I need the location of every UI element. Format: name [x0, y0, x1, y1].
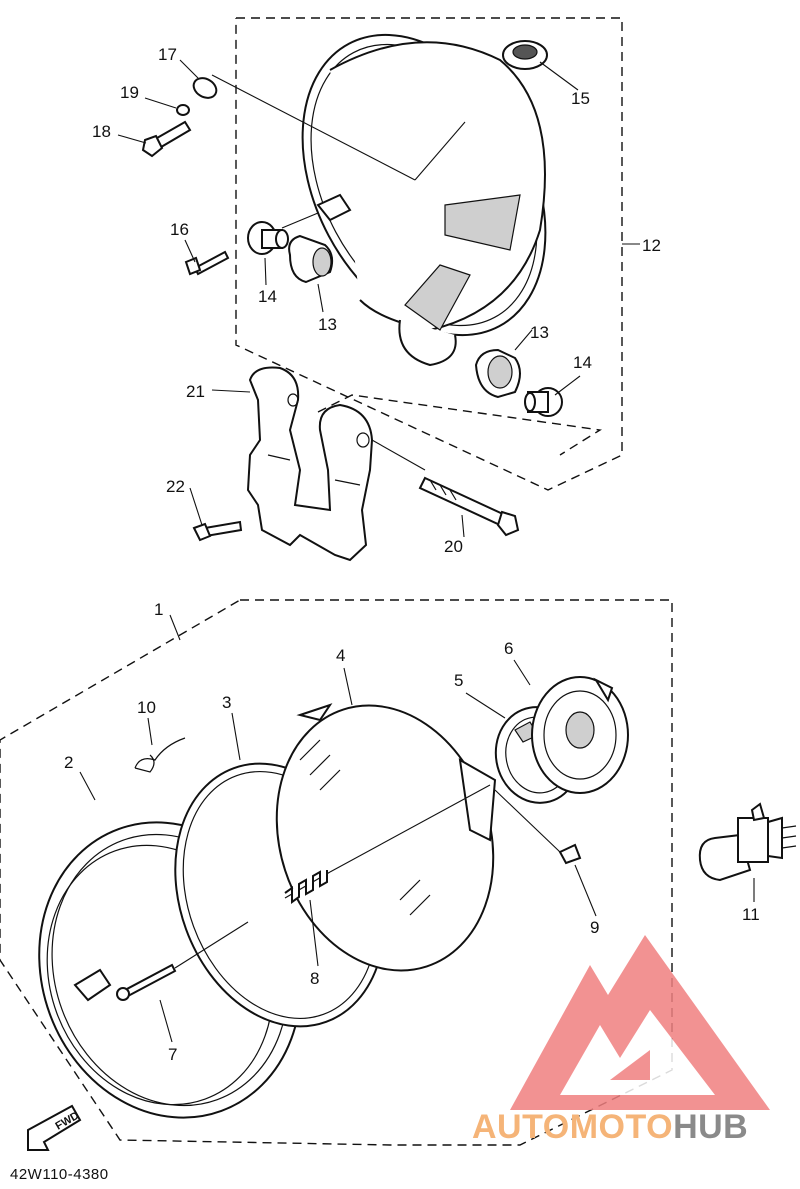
spring-part-8	[284, 870, 331, 904]
callout-6: 6	[504, 639, 513, 658]
adjusting-screw-part-7	[116, 963, 177, 1001]
callout-14-right: 14	[573, 353, 592, 372]
callout-16: 16	[170, 220, 189, 239]
callout-15: 15	[571, 89, 590, 108]
screw-part-16	[184, 250, 230, 276]
callout-18: 18	[92, 122, 111, 141]
callout-17: 17	[158, 45, 177, 64]
bushing-part-13-right	[474, 348, 521, 399]
bolt-part-18	[141, 120, 192, 158]
figure-code: 42W110-4380	[10, 1166, 109, 1183]
automotohub-logo	[510, 935, 770, 1110]
callout-9: 9	[590, 918, 599, 937]
bolt-part-20	[418, 476, 520, 537]
callout-3: 3	[222, 693, 231, 712]
bulb-part-11	[698, 802, 797, 882]
forward-arrow-icon	[27, 1104, 82, 1151]
callout-11: 11	[742, 905, 760, 924]
watermark-text-part1: AUTOMOTO	[472, 1108, 674, 1146]
grommet-part-15	[502, 40, 548, 70]
bushing-part-13-left	[288, 234, 334, 284]
bolt-group-boundary	[317, 394, 603, 456]
callout-5: 5	[454, 671, 463, 690]
lens-unit-part-4	[275, 703, 497, 972]
clip-part-9	[558, 843, 582, 865]
callout-2: 2	[64, 753, 73, 772]
callout-8: 8	[310, 969, 319, 988]
leader-line	[371, 439, 426, 471]
bracket-part-21	[246, 366, 374, 562]
callout-1: 1	[154, 600, 163, 619]
headlight-unit-boundary	[0, 599, 673, 1146]
housing-group-boundary	[235, 17, 623, 491]
collar-part-14-right	[524, 387, 563, 417]
callout-4: 4	[336, 646, 345, 665]
washer-part-19	[176, 104, 190, 116]
leader-line	[174, 921, 249, 969]
leader-line	[281, 212, 319, 229]
leader-line	[414, 121, 466, 181]
leader-line	[329, 784, 491, 873]
collar-part-14-left	[247, 221, 289, 255]
callout-22: 22	[166, 477, 185, 496]
callout-20: 20	[444, 537, 463, 556]
screw-part-22	[192, 520, 243, 542]
leader-line	[211, 389, 251, 393]
callout-13-right: 13	[530, 323, 549, 342]
callout-13-left: 13	[318, 315, 337, 334]
socket-cover-part-6	[531, 676, 629, 794]
callout-14-left: 14	[258, 287, 277, 306]
callout-7: 7	[168, 1045, 177, 1064]
spring-clip-part-10	[134, 737, 186, 773]
callout-12: 12	[642, 236, 661, 255]
watermark-text-part2: HUB	[673, 1108, 749, 1146]
callout-10: 10	[137, 698, 156, 717]
callout-21: 21	[186, 382, 205, 401]
callout-19: 19	[120, 83, 139, 102]
watermark-text: AUTOMOTOHUB	[472, 1108, 748, 1147]
leader-line	[211, 74, 416, 181]
callout-leaders	[79, 59, 755, 1043]
headlight-housing	[301, 33, 547, 367]
leader-line	[169, 614, 181, 641]
leader-line	[494, 789, 561, 853]
washer-part-17	[192, 77, 218, 99]
